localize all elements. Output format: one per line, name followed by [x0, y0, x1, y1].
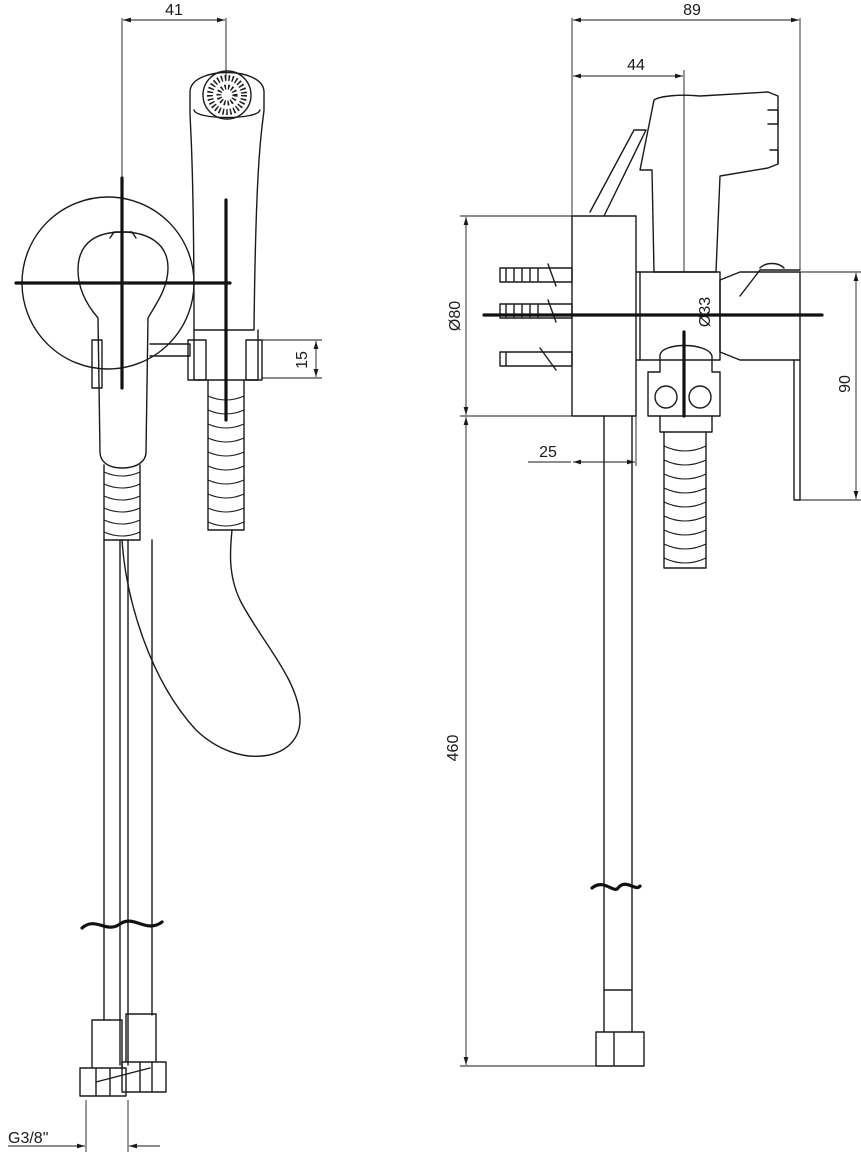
dim-label-89: 89	[683, 2, 701, 19]
front-feed-pipes	[103, 539, 153, 1066]
front-break-mark	[80, 919, 164, 930]
dim-label-460: 460	[445, 735, 462, 762]
front-fitting-left	[79, 1019, 127, 1097]
front-hose-coil-right	[207, 379, 245, 531]
side-handle-lever	[719, 269, 801, 501]
dim-label-44: 44	[627, 57, 645, 74]
side-view: 89 44 Ø80 Ø33 90 25 460	[445, 2, 861, 1067]
dim-label-15: 15	[294, 351, 311, 369]
front-view: 41 15 G3/8"	[8, 2, 322, 1152]
dim-label-41: 41	[165, 2, 183, 19]
front-hand-shower	[149, 70, 265, 381]
front-valve-stub	[91, 339, 103, 389]
side-hose-coil	[663, 431, 707, 569]
side-holder	[647, 344, 721, 433]
side-fitting	[595, 989, 645, 1067]
dim-label-thread: G3/8"	[8, 1130, 48, 1147]
dim-label-dia33: Ø33	[697, 297, 714, 327]
front-hose-coil-left	[103, 464, 141, 541]
dim-label-90: 90	[837, 375, 854, 393]
side-anchors	[499, 263, 573, 371]
front-fitting-right	[121, 1013, 167, 1093]
side-feed-pipe	[603, 415, 633, 991]
side-hand-shower	[589, 91, 779, 273]
front-hose-loop	[121, 529, 301, 757]
shower-nozzle-grid	[207, 75, 247, 115]
dim-label-dia80: Ø80	[447, 301, 464, 331]
side-break-mark	[590, 882, 642, 891]
dim-line-41	[121, 18, 227, 180]
dim-label-25: 25	[539, 444, 557, 461]
